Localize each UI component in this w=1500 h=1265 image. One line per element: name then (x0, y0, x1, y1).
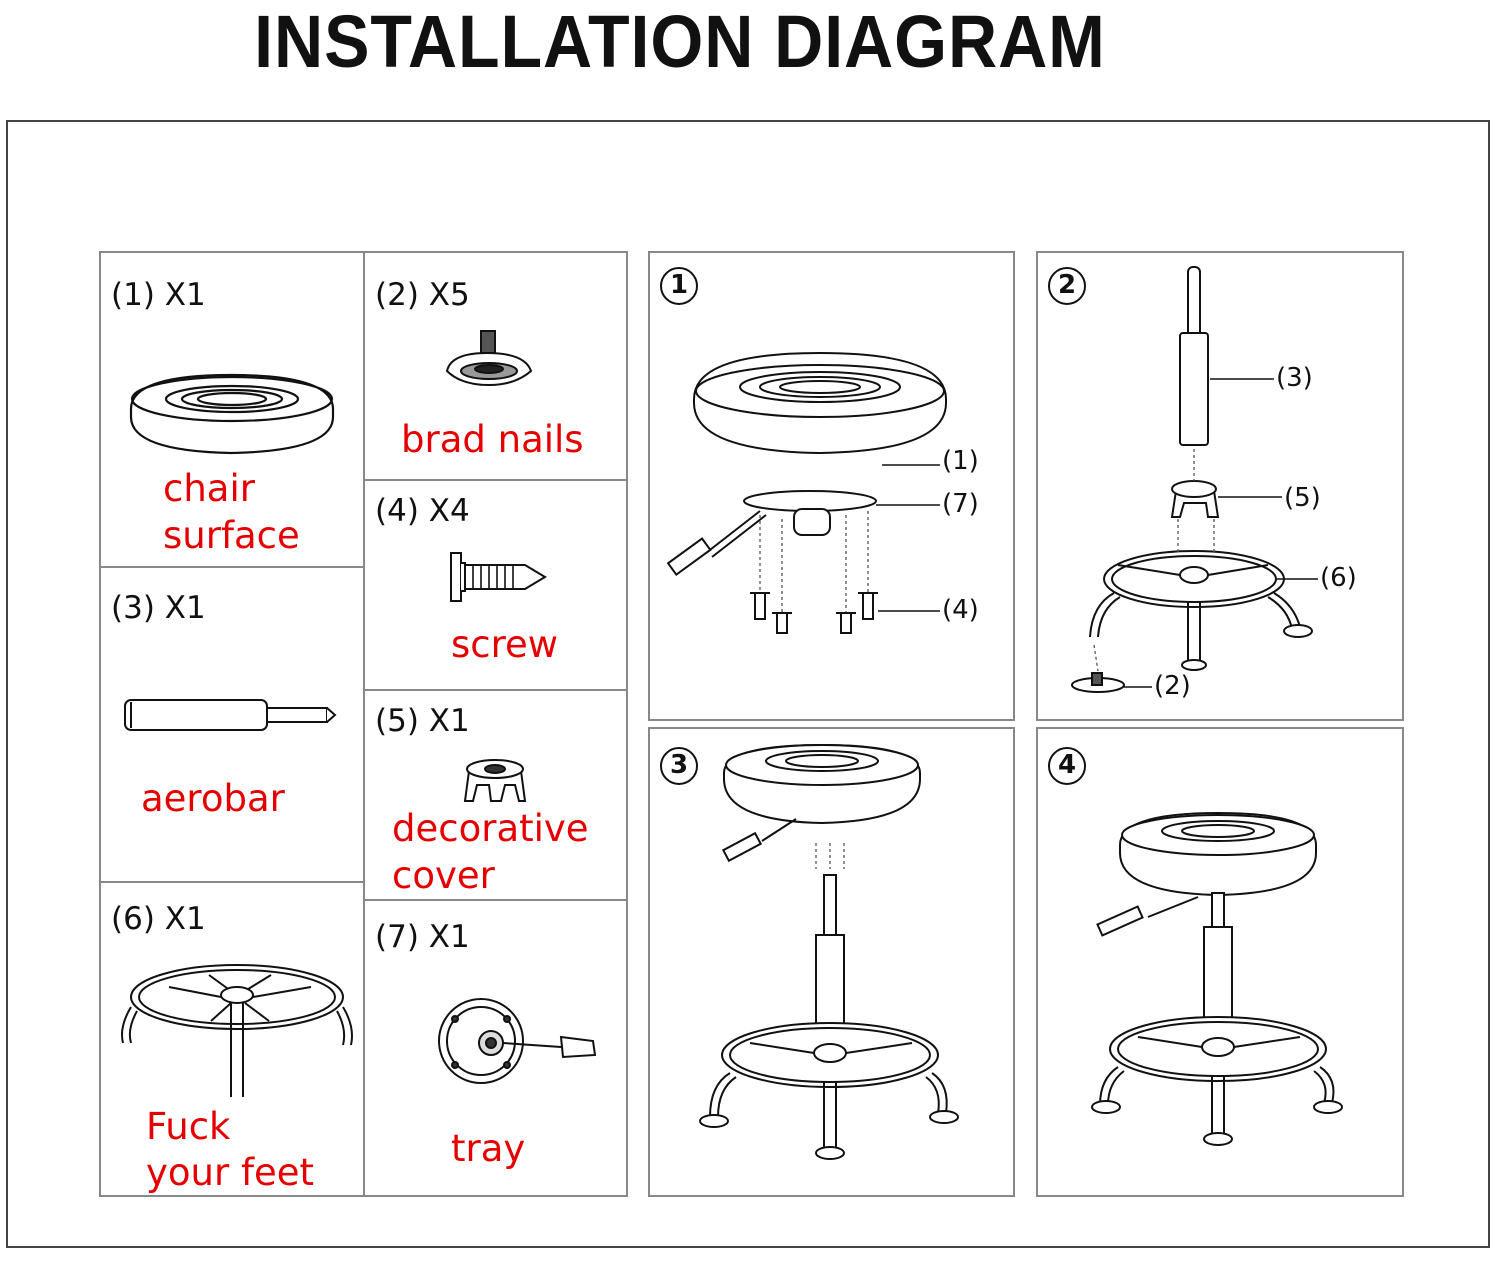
callout-label: (2) (1154, 671, 1191, 701)
callout-label: (4) (942, 595, 979, 625)
step-number: 1 (660, 267, 698, 305)
part-name-line: Fuck (146, 1105, 231, 1148)
step-3-panel: 3 (648, 727, 1015, 1197)
part-cell-chair-surface: (1) X1 chair surface (99, 251, 365, 568)
part-name-line: surface (163, 514, 300, 557)
part-name-line: decorative (392, 807, 589, 850)
step-1-panel: 1 (1) (7) (4) (648, 251, 1015, 721)
part-cell-screw: (4) X4 screw (363, 479, 628, 691)
part-cell-brad-nails: (2) X5 brad nails (363, 251, 628, 481)
brad-nail-icon (445, 330, 533, 387)
part-quantity: (2) X5 (375, 277, 470, 313)
part-name-line: chair (163, 467, 255, 510)
chair-surface-illustration (129, 373, 335, 455)
step-3-illustration (699, 743, 959, 1160)
step-4-panel: 4 (1036, 727, 1404, 1197)
decorative-cover-icon (463, 759, 527, 802)
step-2-illustration (1071, 266, 1318, 693)
part-name-line: tray (451, 1127, 526, 1170)
part-name-line: brad nails (401, 418, 584, 461)
callout-label: (5) (1284, 483, 1321, 513)
part-name-line: screw (451, 623, 559, 666)
part-quantity: (1) X1 (111, 277, 206, 313)
step-2-panel: 2 (3) (1036, 251, 1404, 721)
foot-ring-icon (121, 964, 353, 1097)
part-quantity: (6) X1 (111, 901, 206, 937)
part-name-line: your feet (146, 1151, 315, 1194)
part-name-line: aerobar (141, 777, 285, 820)
part-quantity: (5) X1 (375, 703, 470, 739)
part-quantity: (4) X4 (375, 493, 470, 529)
step-1-illustration (666, 351, 947, 634)
part-name-line: cover (392, 854, 495, 897)
part-quantity: (7) X1 (375, 919, 470, 955)
callout-label: (7) (942, 489, 979, 519)
diagram-frame (6, 120, 1490, 1248)
part-cell-aerobar: (3) X1 aerobar (99, 566, 365, 883)
part-quantity: (3) X1 (111, 590, 206, 626)
step-4-illustration (1091, 811, 1343, 1146)
page-title: INSTALLATION DIAGRAM (254, 0, 1106, 83)
part-cell-tray: (7) X1 tray (363, 899, 628, 1197)
callout-label: (6) (1320, 563, 1357, 593)
callout-label: (1) (942, 446, 979, 476)
part-cell-decorative-cover: (5) X1 decorative cover (363, 689, 628, 901)
screw-icon (450, 552, 547, 602)
tray-icon (438, 998, 597, 1084)
step-number: 3 (660, 747, 698, 785)
aerobar-icon (124, 699, 337, 731)
part-cell-foot-ring: (6) X1 Fuck your feet (99, 881, 365, 1197)
step-number: 2 (1048, 267, 1086, 305)
step-number: 4 (1048, 747, 1086, 785)
callout-label: (3) (1276, 363, 1313, 393)
